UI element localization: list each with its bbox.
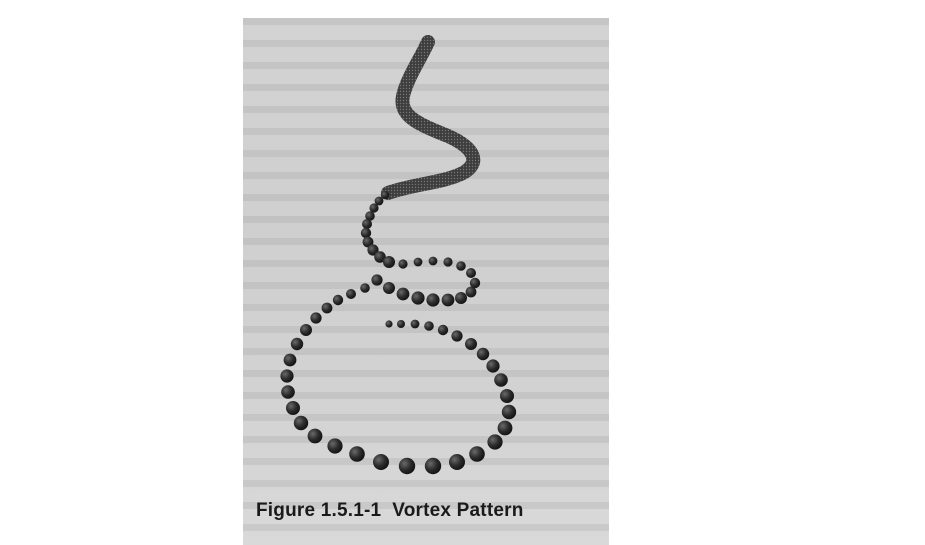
vortex-dot — [385, 320, 393, 328]
vortex-dot — [362, 236, 374, 248]
figure-panel — [243, 18, 609, 545]
background-text-texture — [243, 18, 609, 545]
vortex-dot — [456, 261, 466, 271]
vortex-dot — [455, 292, 467, 304]
vortex-dot — [476, 347, 490, 361]
vortex-dot — [500, 389, 514, 403]
vortex-dot — [466, 268, 476, 278]
vortex-dot — [365, 211, 375, 221]
vortex-dot — [451, 330, 463, 342]
vortex-dot — [413, 257, 423, 267]
vortex-dot — [367, 244, 379, 256]
vortex-dot — [371, 274, 383, 286]
vortex-dot — [411, 291, 425, 305]
vortex-dot — [380, 190, 390, 200]
vortex-dot — [374, 196, 384, 206]
vortex-dot — [362, 219, 372, 229]
vortex-dots — [280, 190, 517, 475]
vortex-dot — [293, 415, 309, 431]
vortex-dot — [373, 454, 389, 470]
vortex-dot — [307, 428, 323, 444]
vortex-dot — [280, 369, 294, 383]
vortex-pattern-illustration — [280, 35, 517, 475]
vortex-dot — [398, 457, 416, 475]
figure-caption: Figure 1.5.1-1 Vortex Pattern — [256, 500, 524, 521]
vortex-dot — [321, 302, 333, 314]
vortex-dot — [465, 286, 477, 298]
vortex-dot — [469, 277, 481, 289]
vortex-dot — [424, 457, 442, 475]
vortex-dot — [327, 438, 343, 454]
vortex-dot — [360, 227, 372, 239]
vortex-dot — [397, 320, 405, 328]
vortex-dot — [410, 319, 420, 329]
vortex-dot — [494, 373, 508, 387]
vortex-dot — [369, 203, 379, 213]
vortex-dot — [501, 404, 517, 420]
vortex-dot — [396, 287, 410, 301]
vortex-dot — [469, 446, 485, 462]
vortex-dot — [281, 385, 295, 399]
vortex-dot — [374, 251, 386, 263]
vortex-dot — [437, 324, 449, 336]
vortex-dot — [426, 293, 440, 307]
vortex-dot — [300, 324, 312, 336]
vortex-dot — [497, 420, 513, 436]
vortex-dot — [486, 359, 500, 373]
vortex-dot — [349, 446, 365, 462]
vortex-dot — [398, 259, 408, 269]
vortex-dot — [487, 434, 503, 450]
vortex-dot — [283, 353, 297, 367]
vortex-dot — [465, 338, 477, 350]
vortex-dot — [449, 454, 465, 470]
vortex-dot — [290, 337, 304, 351]
vortex-dot — [443, 257, 453, 267]
vortex-dot — [441, 293, 455, 307]
vortex-tube — [381, 35, 481, 200]
vortex-dot — [424, 321, 434, 331]
vortex-dot — [383, 256, 395, 268]
vortex-dot — [346, 289, 356, 299]
vortex-dot — [286, 401, 300, 415]
vortex-dot — [360, 283, 370, 293]
vortex-dot — [332, 294, 344, 306]
vortex-dot — [428, 256, 438, 266]
vortex-dot — [310, 312, 322, 324]
vortex-dot — [383, 282, 395, 294]
